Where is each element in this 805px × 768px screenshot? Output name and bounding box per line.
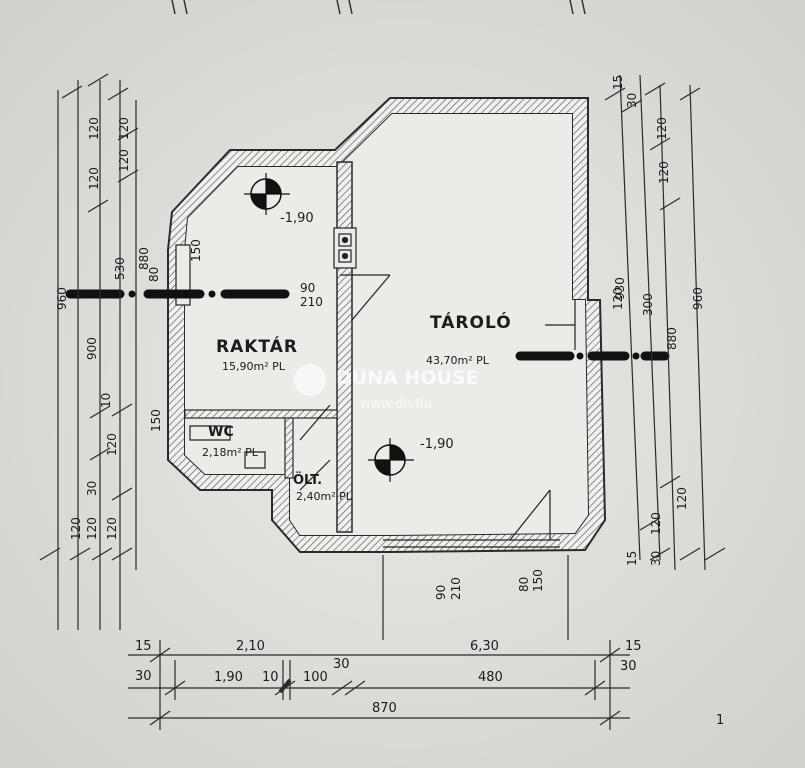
- room-name-raktar: RAKTÁR: [216, 335, 298, 357]
- right-dim: 960: [691, 287, 705, 310]
- page-mark: 1: [716, 713, 724, 728]
- right-dim: 880: [665, 327, 679, 350]
- bottom-dim-total: 870: [372, 701, 397, 716]
- right-dim: 120: [657, 161, 671, 184]
- room-name-wc: WC: [208, 424, 234, 440]
- opening-dim: 150: [531, 569, 545, 592]
- left-dim: 120: [105, 433, 119, 456]
- right-dim: 930: [613, 277, 627, 300]
- room-area-tarolo: 43,70m² PL: [426, 354, 490, 367]
- right-dim: 120: [655, 117, 669, 140]
- bottom-dim: 30: [620, 659, 637, 674]
- room-area-olt: 2,40m² PL: [296, 490, 353, 503]
- opening-dim: 150: [189, 239, 203, 262]
- opening-dim: 80: [517, 577, 531, 592]
- room-name-tarolo: TÁROLÓ: [430, 311, 512, 333]
- watermark-url: www.dh.hu: [360, 397, 432, 412]
- wc-wall: [184, 409, 338, 419]
- left-dim: 900: [85, 337, 99, 360]
- left-dim: 10: [99, 393, 113, 408]
- level-marker-lower: [368, 438, 414, 482]
- bottom-dim: 10: [262, 670, 279, 685]
- room-area-wc: 2,18m² PL: [202, 446, 259, 459]
- bottom-dim: 15: [135, 639, 152, 654]
- opening-dim: 210: [449, 577, 463, 600]
- bottom-dim: 30: [333, 657, 350, 672]
- opening-dim: 210: [300, 295, 323, 309]
- watermark: DUNA HOUSE www.dh.hu: [294, 364, 479, 412]
- right-dimension-lines: [604, 74, 726, 571]
- watermark-brand: DUNA HOUSE: [336, 367, 479, 389]
- bottom-dim: 100: [303, 670, 328, 685]
- right-dim: 120: [649, 512, 663, 535]
- opening-dim: 90: [300, 281, 315, 295]
- olt-wall: [284, 417, 294, 479]
- bottom-dim: 2,10: [236, 639, 265, 654]
- right-dim: 120: [675, 487, 689, 510]
- left-dim: 880: [137, 247, 151, 270]
- opening-dim: 80: [147, 267, 161, 282]
- right-dim: 15: [611, 75, 625, 90]
- left-dim: 120: [85, 517, 99, 540]
- right-dim: 30: [649, 551, 663, 566]
- bottom-dim: 15: [625, 639, 642, 654]
- bottom-dim: 1,90: [214, 670, 243, 685]
- right-dim: 30: [625, 93, 639, 108]
- left-dim: 120: [87, 167, 101, 190]
- level-label-lower: -1,90: [420, 437, 454, 452]
- left-dimension-lines: [39, 73, 139, 630]
- top-marks: [171, 0, 586, 15]
- bottom-dim: 480: [478, 670, 503, 685]
- left-dim: 30: [85, 481, 99, 496]
- level-label-upper: -1,90: [280, 211, 314, 226]
- left-dim: 120: [117, 117, 131, 140]
- left-dim: 120: [87, 117, 101, 140]
- left-dim: 120: [117, 149, 131, 172]
- left-dim: 120: [69, 517, 83, 540]
- bottom-dim: 6,30: [470, 639, 499, 654]
- left-dim: 150: [149, 409, 163, 432]
- opening-dim: 90: [434, 585, 448, 600]
- partition-wall: [336, 161, 353, 533]
- left-dim: 120: [105, 517, 119, 540]
- bottom-dim: 30: [135, 669, 152, 684]
- right-dim: 120: [611, 287, 625, 310]
- left-dim: 960: [55, 287, 69, 310]
- room-name-olt: ÖLT.: [293, 472, 322, 488]
- right-dim: 300: [641, 293, 655, 316]
- room-area-raktar: 15,90m² PL: [222, 360, 286, 373]
- left-dim: 530: [113, 257, 127, 280]
- right-dim: 15: [625, 551, 639, 566]
- section-line: [65, 289, 670, 361]
- level-marker-upper: [244, 173, 290, 215]
- bottom-dimension-lines: [128, 555, 630, 730]
